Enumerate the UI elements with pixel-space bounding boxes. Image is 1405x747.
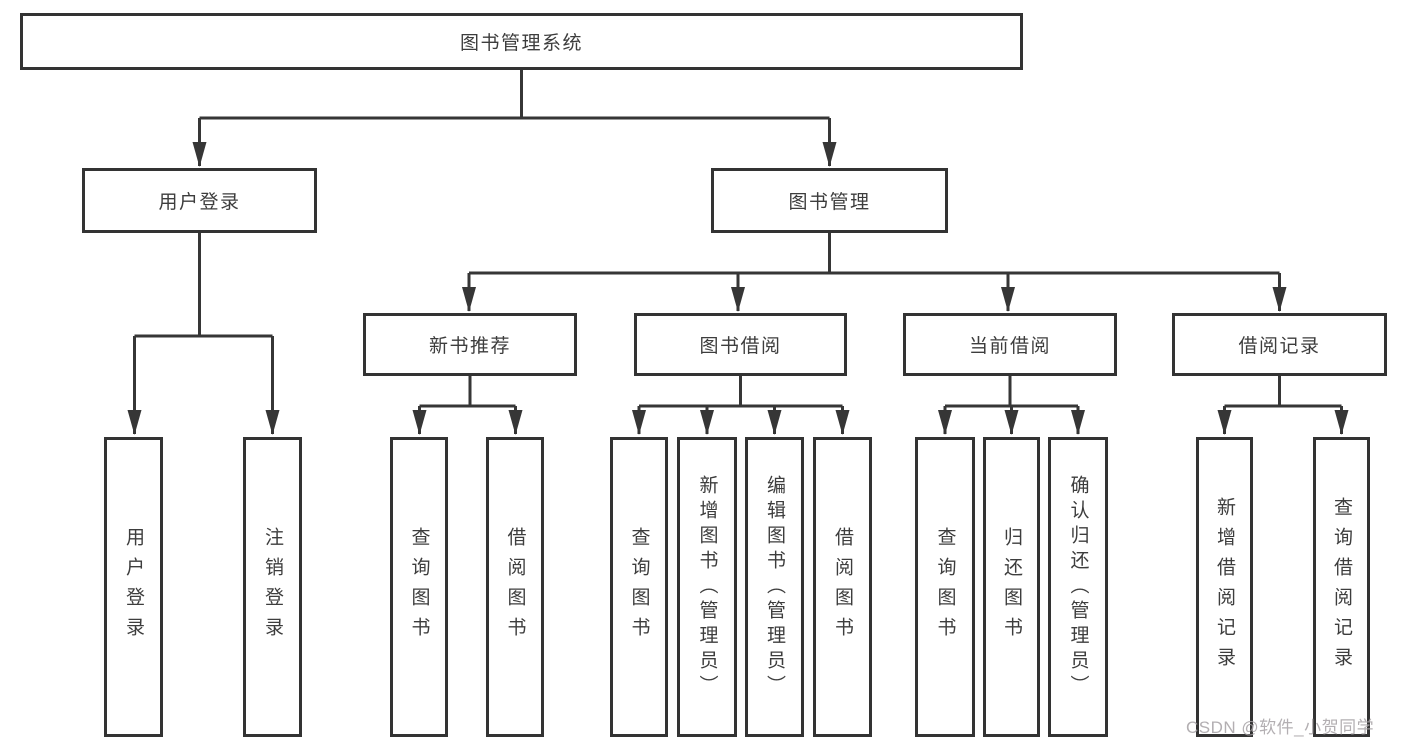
leaf-bb-query-book: 查询图书 (610, 437, 668, 737)
leaf-nb-query-book-label: 查询图书 (408, 527, 430, 647)
leaf-br-add-record-label: 新增借阅记录 (1214, 497, 1235, 677)
leaf-bb-borrow-book: 借阅图书 (813, 437, 872, 737)
connector-user-login-children (127, 231, 280, 435)
node-book-management-label: 图书管理 (788, 192, 871, 213)
connector-root-to-level2 (192, 68, 837, 167)
leaf-cb-return-book-label: 归还图书 (1001, 527, 1022, 647)
node-book-borrow: 图书借阅 (634, 313, 847, 376)
leaf-br-query-record: 查询借阅记录 (1313, 437, 1370, 737)
leaf-bb-edit-book-admin: 编辑图书（管理员） (745, 437, 804, 737)
leaf-cb-confirm-return-admin-label: 确认归还（管理员） (1067, 474, 1089, 700)
node-current-borrow: 当前借阅 (903, 313, 1117, 376)
node-new-book-recommend: 新书推荐 (363, 313, 577, 376)
leaf-bb-query-book-label: 查询图书 (628, 527, 650, 647)
node-root-library-system: 图书管理系统 (20, 13, 1023, 70)
leaf-br-add-record: 新增借阅记录 (1196, 437, 1253, 737)
leaf-nb-borrow-book: 借阅图书 (486, 437, 544, 737)
leaf-logout: 注销登录 (243, 437, 302, 737)
leaf-cb-confirm-return-admin: 确认归还（管理员） (1048, 437, 1108, 737)
leaf-nb-borrow-book-label: 借阅图书 (504, 527, 526, 647)
connector-book-borrow-children (632, 374, 850, 435)
node-user-login-label: 用户登录 (158, 192, 241, 213)
node-borrow-records: 借阅记录 (1172, 313, 1387, 376)
leaf-bb-edit-book-admin-label: 编辑图书（管理员） (764, 474, 785, 700)
csdn-watermark: CSDN @软件_小贺同学 (1186, 718, 1375, 737)
node-root-label: 图书管理系统 (459, 33, 583, 54)
leaf-cb-query-book: 查询图书 (915, 437, 975, 737)
leaf-bb-borrow-book-label: 借阅图书 (832, 527, 853, 647)
leaf-bb-add-book-admin: 新增图书（管理员） (677, 437, 737, 737)
node-current-borrow-label: 当前借阅 (968, 336, 1051, 357)
connector-borrow-records-children (1217, 374, 1349, 435)
node-user-login: 用户登录 (82, 168, 317, 233)
connector-current-borrow-children (938, 374, 1085, 435)
leaf-user-login: 用户登录 (104, 437, 163, 737)
leaf-br-query-record-label: 查询借阅记录 (1331, 497, 1352, 677)
leaf-user-login-label: 用户登录 (123, 527, 144, 647)
node-book-management: 图书管理 (711, 168, 948, 233)
leaf-nb-query-book: 查询图书 (390, 437, 448, 737)
connector-new-book-children (412, 374, 523, 435)
leaf-bb-add-book-admin-label: 新增图书（管理员） (696, 474, 718, 700)
leaf-cb-return-book: 归还图书 (983, 437, 1040, 737)
node-borrow-records-label: 借阅记录 (1238, 336, 1321, 357)
connector-book-management-children (462, 231, 1287, 312)
node-new-book-recommend-label: 新书推荐 (428, 336, 511, 357)
node-book-borrow-label: 图书借阅 (699, 336, 782, 357)
leaf-cb-query-book-label: 查询图书 (934, 527, 956, 647)
leaf-logout-label: 注销登录 (262, 527, 283, 647)
